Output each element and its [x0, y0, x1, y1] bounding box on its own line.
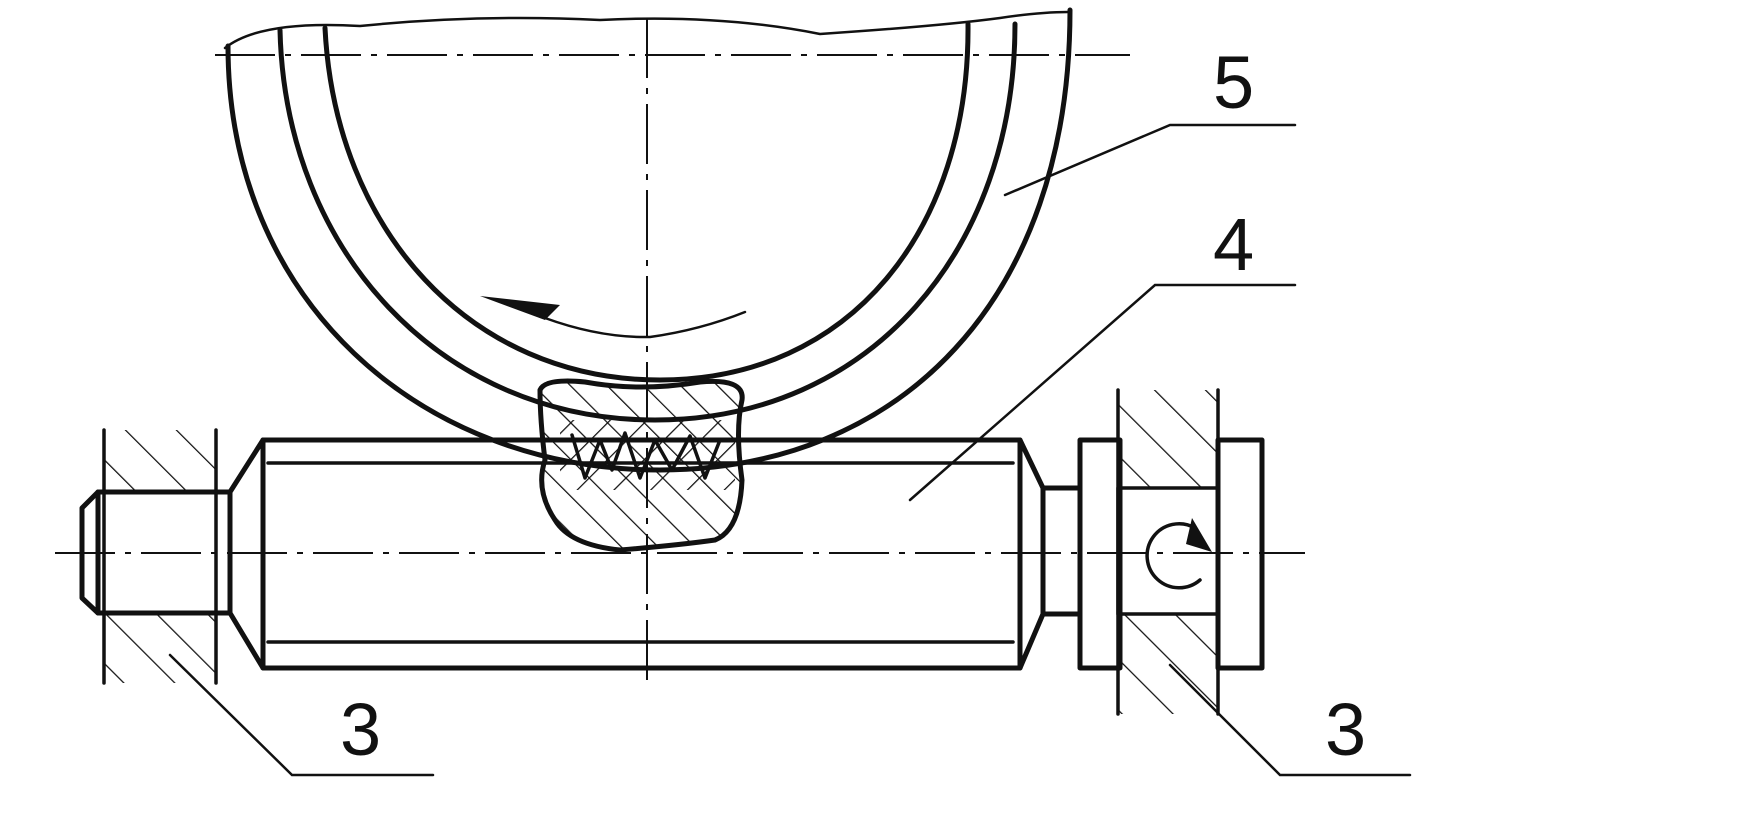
label-part-4: 4 — [1213, 203, 1254, 286]
label-part-5: 5 — [1213, 41, 1254, 124]
arrowhead-wheel-icon — [480, 296, 560, 320]
center-support-left — [102, 428, 218, 685]
rotation-arrow-shaft — [1145, 522, 1202, 590]
center-support-right — [1116, 388, 1265, 716]
rotation-arrow-wheel — [543, 310, 747, 339]
contact-zone-section — [537, 378, 745, 553]
leader-lines — [168, 123, 1412, 777]
label-part-3-right: 3 — [1325, 688, 1366, 771]
label-part-3-left: 3 — [340, 688, 381, 771]
arrowhead-shaft-icon — [1186, 518, 1212, 552]
